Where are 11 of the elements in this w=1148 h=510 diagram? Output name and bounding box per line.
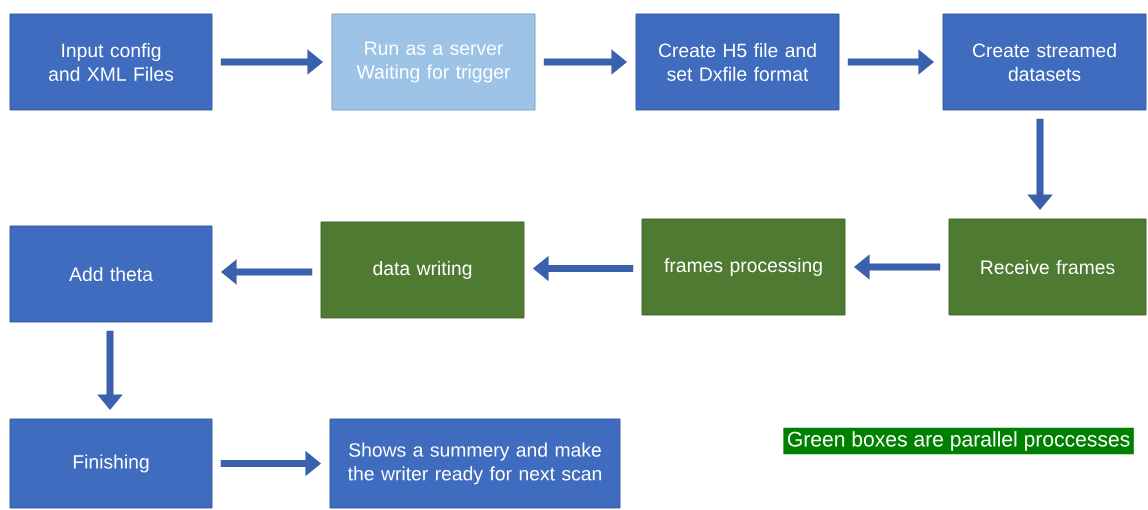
process-box: frames processing <box>641 218 846 316</box>
process-box: Create H5 file and set Dxfile format <box>635 13 840 111</box>
process-box: Create streamed datasets <box>942 13 1147 111</box>
note: Green boxes are parallel proccesses <box>783 427 1134 455</box>
process-box: Add theta <box>9 225 213 323</box>
process-box: Run as a server Waiting for trigger <box>331 13 536 111</box>
process-box: Finishing <box>9 418 213 509</box>
process-box: Shows a summery and make the writer ready for next scan <box>329 418 621 509</box>
process-box: Receive frames <box>948 218 1147 316</box>
process-box: Input config and XML Files <box>9 13 213 111</box>
process-box: data writing <box>320 221 525 319</box>
